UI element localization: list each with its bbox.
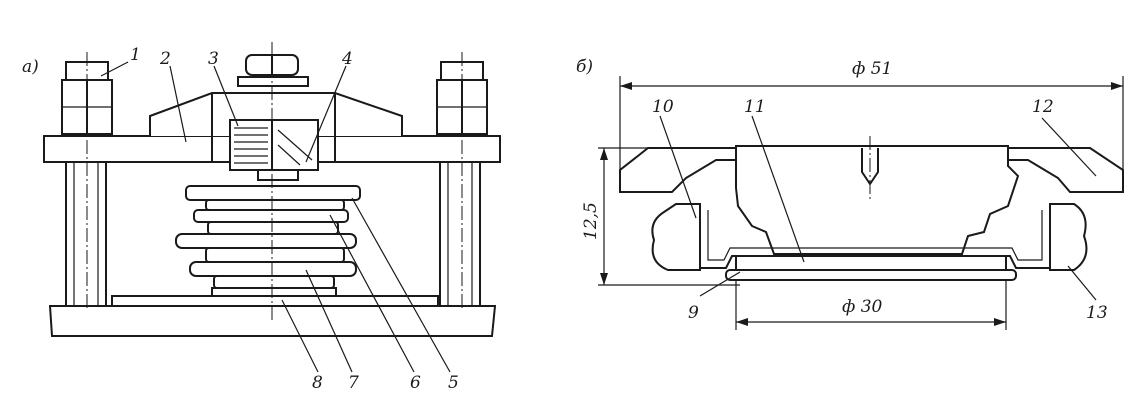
callout-12: 12 [1032,97,1054,117]
panel-b-label: б) [576,57,593,77]
outer-diameter-label: ф 51 [852,59,892,79]
right-flange [1007,147,1124,193]
top-plate [185,185,361,201]
panel-b-section: б) ф 51 12,5 ф 30 [576,57,1124,330]
spring-coils [234,127,268,164]
bottom-plate [735,255,1007,271]
callout-10: 10 [652,97,674,117]
adjusting-screw [237,54,309,87]
callout-13: 13 [1086,303,1108,323]
callout-1: 1 [130,45,141,65]
callout-4: 4 [341,49,353,69]
callout-2: 2 [159,49,171,69]
left-elastomer-ring [651,203,701,271]
left-flange [619,147,737,193]
callout-3: 3 [208,49,219,69]
height-label: 12,5 [581,202,601,240]
base-washer [725,269,1017,281]
plunger [257,169,299,181]
callout-8: 8 [312,373,323,393]
callout-6: 6 [410,373,421,393]
panel-a-label: a) [22,57,39,77]
callout-5: 5 [448,373,459,393]
leaders-b [659,115,1097,301]
left-column [65,161,107,307]
inner-diameter-label: ф 30 [842,297,883,317]
base-pad [111,295,439,307]
callout-11: 11 [744,97,766,117]
callout-9: 9 [688,303,699,323]
right-column [439,161,481,307]
callout-7: 7 [348,373,359,393]
leaders-a [100,61,451,373]
right-elastomer-ring [1049,203,1088,271]
panel-a-assembly: a) [22,42,501,393]
core-insert [735,145,1020,255]
pad-stack [111,185,439,307]
